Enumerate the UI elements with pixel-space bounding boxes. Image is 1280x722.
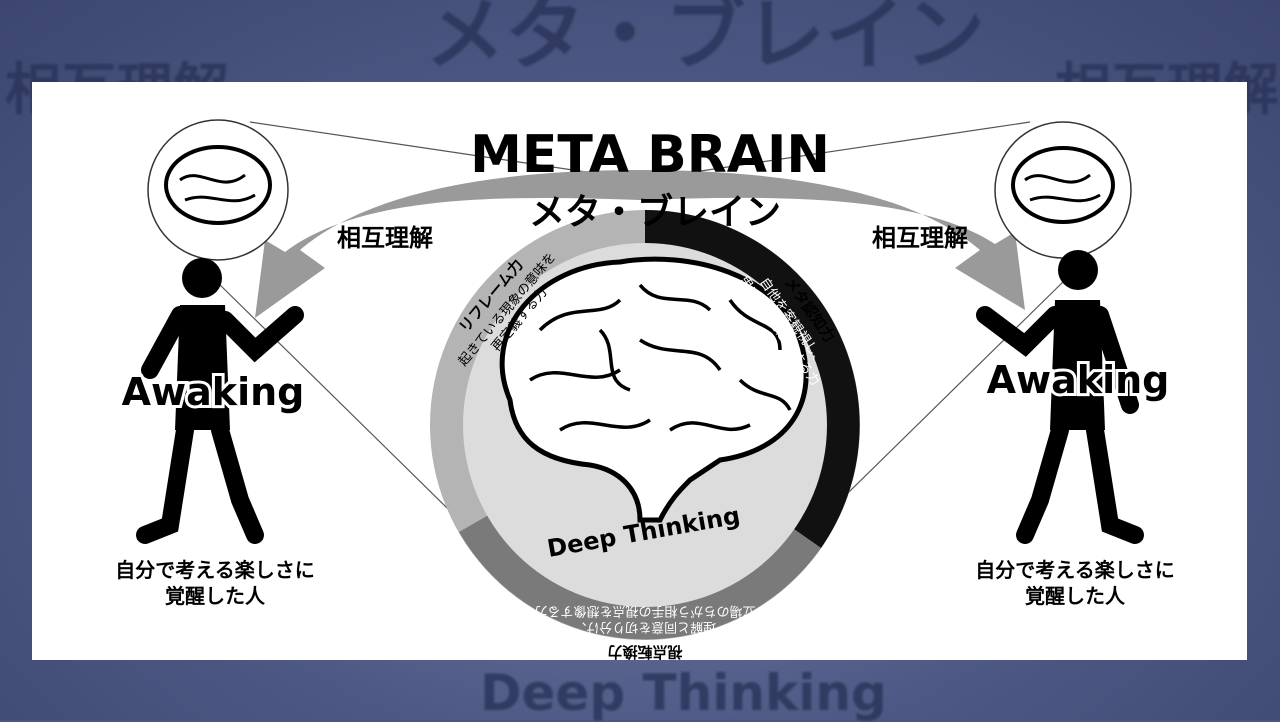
left-person: Awaking 自分で考える楽しさに 覚醒した人 <box>115 119 315 608</box>
background-deep-thinking: Deep Thinking <box>480 664 887 722</box>
segment-perspective-line2: 立場のちがう相手の視点を想像する力 <box>534 603 755 619</box>
arrow-left <box>255 170 640 318</box>
title-jp: メタ・ブレイン <box>529 191 781 233</box>
title-en: META BRAIN <box>470 125 830 185</box>
segment-perspective-name: 視点転換力 <box>607 643 683 661</box>
background-title: メタ・ブレイン <box>425 0 985 81</box>
center-brain-icon <box>499 256 809 523</box>
right-person-label: Awaking <box>987 358 1170 402</box>
right-person: Awaking 自分で考える楽しさに 覚醒した人 <box>975 121 1175 608</box>
right-person-caption-line2: 覚醒した人 <box>1025 584 1126 608</box>
brain-icon <box>1011 146 1115 224</box>
mutual-understanding-left: 相互理解 <box>337 224 433 252</box>
arrow-right <box>640 170 1025 310</box>
brain-icon <box>164 145 272 225</box>
mutual-understanding-right: 相互理解 <box>872 224 968 252</box>
right-person-caption-line1: 自分で考える楽しさに <box>975 558 1174 582</box>
left-person-caption-line2: 覚醒した人 <box>165 584 266 608</box>
left-person-label: Awaking <box>122 370 305 414</box>
segment-perspective-line1: 理解と同意を切り分け、 <box>574 619 716 635</box>
left-person-caption-line1: 自分で考える楽しさに <box>115 558 314 582</box>
